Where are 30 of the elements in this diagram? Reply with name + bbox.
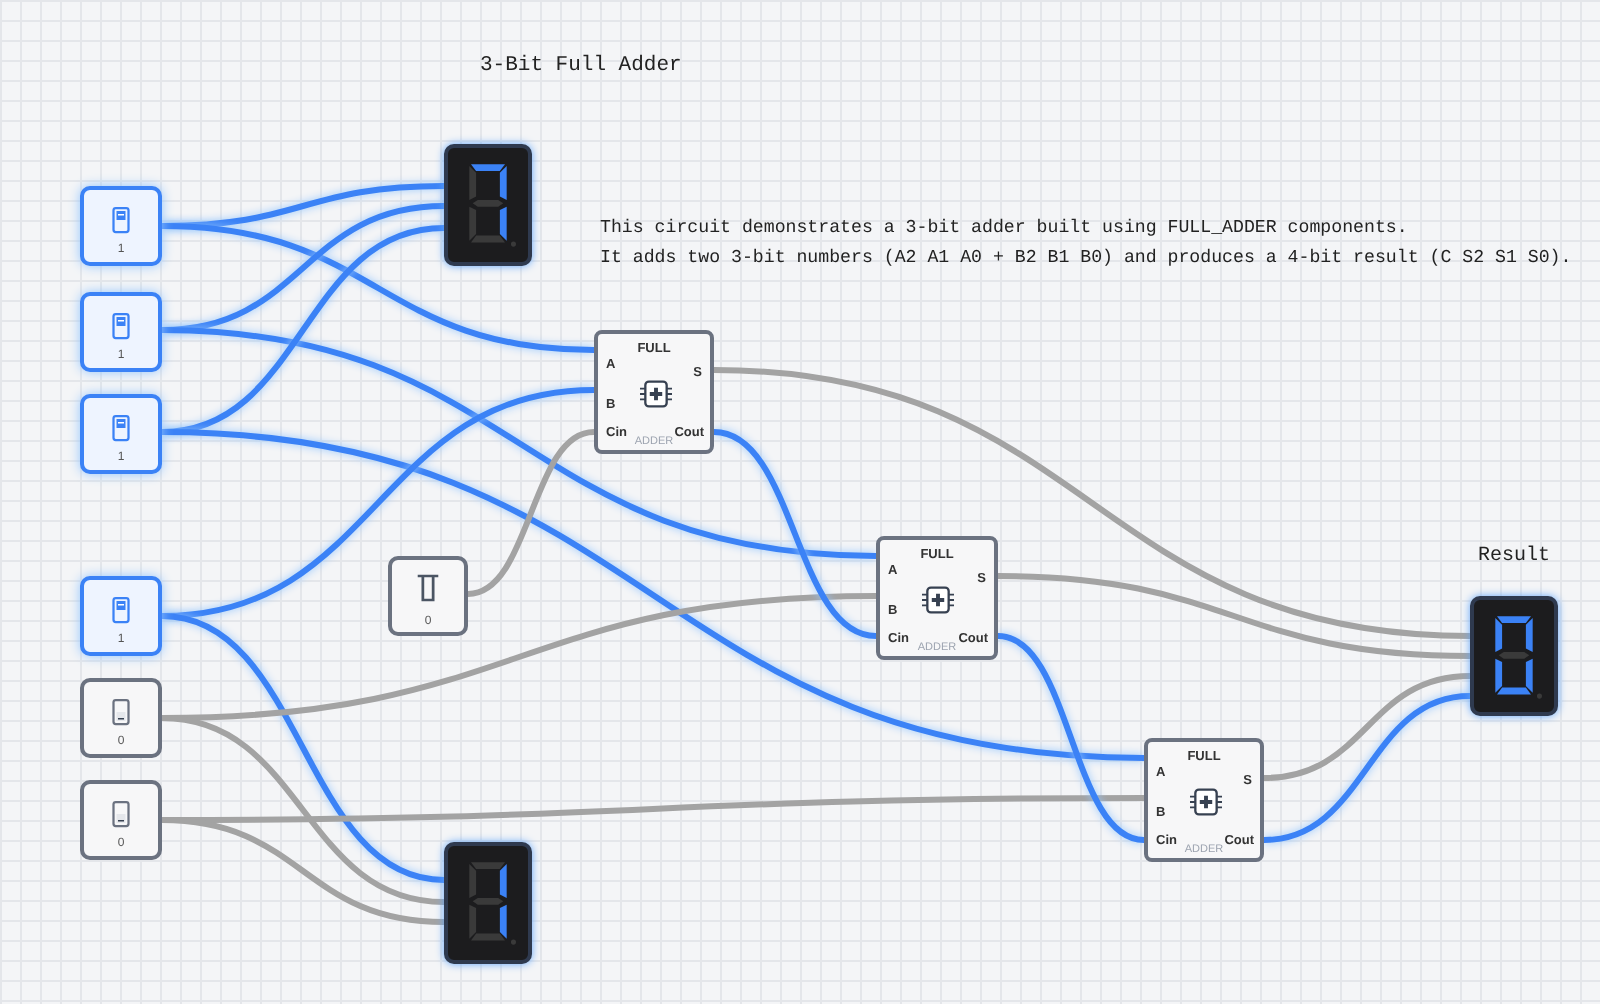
wire [161, 429, 1145, 761]
full-adder-block [876, 536, 998, 660]
wire [467, 429, 595, 597]
wire [713, 367, 1471, 639]
diagram-title: 3-Bit Full Adder [480, 52, 682, 82]
toggle-switch [80, 186, 162, 266]
description-text: It adds two 3-bit numbers (A2 A1 A0 + B2 B1 B0) and produces a 4-bit result (C S2 S1 S0). [600, 244, 1572, 272]
wire [161, 817, 445, 925]
wire [1263, 673, 1471, 781]
toggle-switch [80, 780, 162, 860]
toggle-switch [80, 394, 162, 474]
wire [161, 223, 595, 353]
wire [713, 429, 877, 639]
description-text: This circuit demonstrates a 3-bit adder built using FULL_ADDER components. [600, 214, 1408, 242]
toggle-switch [80, 678, 162, 758]
wire [997, 573, 1471, 659]
wire [161, 327, 877, 559]
full-adder-block [594, 330, 714, 454]
seven-segment-display [1470, 596, 1558, 716]
wire [161, 613, 445, 883]
seven-segment-display [444, 842, 532, 964]
constant-source [388, 556, 468, 636]
wire [1263, 693, 1471, 843]
full-adder-block [1144, 738, 1264, 862]
toggle-switch [80, 576, 162, 656]
wire [161, 715, 445, 905]
display-caption: Result [1475, 543, 1552, 572]
wire [997, 633, 1145, 843]
seven-segment-display [444, 144, 532, 266]
toggle-switch [80, 292, 162, 372]
